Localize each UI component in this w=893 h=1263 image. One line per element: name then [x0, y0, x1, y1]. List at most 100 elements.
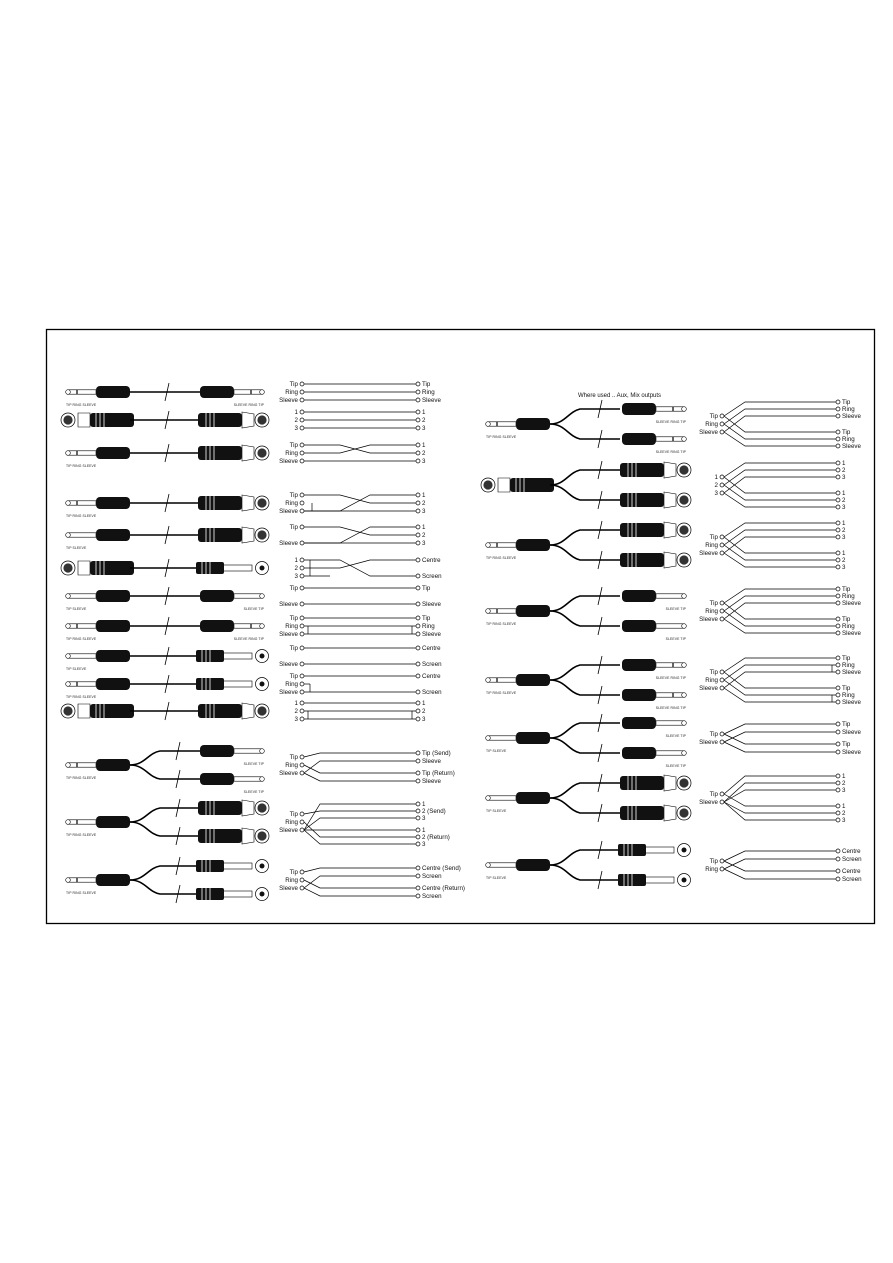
plug-shaft	[655, 662, 685, 668]
pin-label: 3	[295, 716, 299, 723]
xlr-pins	[679, 778, 689, 788]
xlr-pins	[63, 415, 73, 425]
terminal	[299, 673, 305, 679]
xlr-female-plug	[60, 703, 134, 719]
pin-label: 1	[295, 409, 299, 416]
xlr-body	[620, 776, 664, 790]
plug-shaft	[67, 819, 97, 825]
pin-label: Centre (Send)	[422, 865, 461, 872]
wire	[303, 875, 416, 889]
pin-label: Sleeve	[699, 616, 718, 623]
rca-pin	[259, 891, 265, 897]
ts-jack-plug: TIP SLEEVE	[485, 859, 550, 880]
terminal	[719, 616, 725, 622]
pin-label: 2	[422, 532, 426, 539]
pin-label: Centre	[842, 868, 861, 875]
pin-label: Ring	[285, 819, 298, 826]
rca-pin	[259, 681, 265, 687]
terminal	[415, 716, 421, 722]
wire	[303, 887, 416, 897]
pin-label: 3	[422, 458, 426, 465]
terminal	[299, 631, 305, 637]
pin-label: 2	[842, 497, 846, 504]
xlr-male-plug	[620, 804, 692, 822]
plug-tip	[65, 877, 71, 883]
plug-pin-legend: TIP RING SLEEVE	[66, 403, 97, 407]
terminal	[719, 482, 725, 488]
pin-label: Tip	[290, 585, 299, 592]
plug-pin-legend: TIP RING SLEEVE	[486, 622, 517, 626]
plug-tip	[65, 389, 71, 395]
plug-pin-legend: SLEEVE TIP	[666, 607, 687, 611]
terminal	[835, 655, 841, 661]
trs-jack-plug: SLEEVE RING TIP	[200, 386, 265, 407]
wire	[723, 671, 836, 689]
plug-pin-legend: SLEEVE TIP	[666, 734, 687, 738]
pin-label: Tip	[422, 381, 431, 388]
pin-label: Ring	[422, 389, 435, 396]
plug-body	[516, 732, 550, 744]
pin-label: Screen	[422, 689, 442, 696]
terminal	[415, 458, 421, 464]
wire	[304, 494, 416, 512]
pin-label: 1	[422, 524, 426, 531]
rca-sleeve	[641, 876, 675, 884]
terminal	[299, 524, 305, 530]
plug-shaft	[67, 500, 97, 506]
pin-label: Sleeve	[842, 729, 861, 736]
plug-pin-legend: TIP RING SLEEVE	[66, 464, 97, 468]
rca-phono-plug	[618, 843, 691, 857]
terminal	[835, 729, 841, 735]
plug-tip	[681, 593, 687, 599]
pin-label: 2	[295, 708, 299, 715]
terminal	[299, 716, 305, 722]
terminal	[299, 442, 305, 448]
plug-pin-legend: TIP RING SLEEVE	[66, 833, 97, 837]
pin-label: 1	[295, 700, 299, 707]
pin-label: 1	[842, 460, 846, 467]
wire	[723, 423, 836, 440]
terminal	[299, 425, 305, 431]
cable-break-mark	[164, 586, 170, 606]
wire	[723, 492, 836, 508]
wire	[723, 850, 836, 862]
pin-label: 2 (Send)	[422, 808, 446, 815]
terminal	[415, 808, 421, 814]
cable-break-mark	[164, 493, 170, 513]
wire	[723, 595, 836, 612]
pin-label: 2	[422, 417, 426, 424]
wire	[723, 522, 836, 538]
pin-label: Sleeve	[842, 600, 861, 607]
xlr-body	[510, 478, 554, 492]
trs-jack-plug: SLEEVE RING TIP	[200, 620, 265, 641]
ts-jack-plug: SLEEVE TIP	[622, 590, 687, 611]
pin-label: Sleeve	[422, 778, 441, 785]
plug-shaft	[67, 623, 97, 629]
pin-label: Tip	[290, 754, 299, 761]
plug-pin-legend: SLEEVE RING TIP	[656, 706, 687, 710]
xlr-body	[198, 528, 242, 542]
terminal	[415, 801, 421, 807]
cable-break-mark	[164, 443, 170, 463]
pin-label: Ring	[285, 681, 298, 688]
terminal	[719, 534, 725, 540]
plug-pin-legend: TIP RING SLEEVE	[66, 891, 97, 895]
cable-break-mark	[164, 382, 170, 402]
wire	[723, 679, 836, 696]
plug-body	[516, 605, 550, 617]
xlr-female-plug	[60, 412, 134, 428]
terminal	[835, 534, 841, 540]
rca-pin	[681, 877, 687, 883]
plug-body	[622, 659, 656, 671]
plug-tip	[65, 532, 71, 538]
pin-label: 1	[842, 520, 846, 527]
plug-body	[516, 418, 550, 430]
wire	[723, 462, 836, 478]
terminal	[835, 749, 841, 755]
plug-tip	[259, 389, 265, 395]
